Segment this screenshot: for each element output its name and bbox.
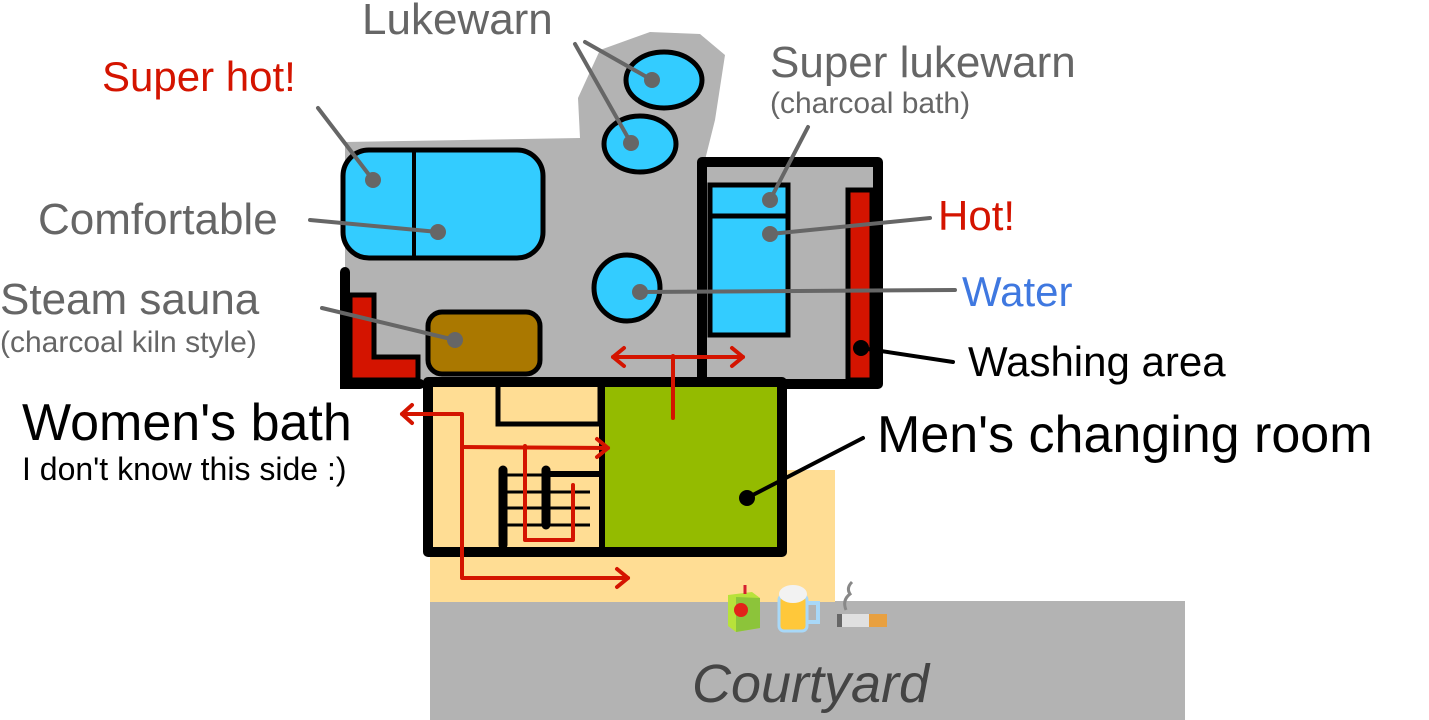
steam-sauna[interactable] (425, 309, 543, 377)
mens-changing-room[interactable] (602, 387, 777, 547)
label-water: Water (962, 268, 1072, 315)
water-bath[interactable] (591, 252, 663, 324)
route-arrows (400, 346, 745, 589)
cigarette-icon (837, 580, 887, 627)
label-washing-area: Washing area (968, 338, 1226, 385)
juice-box-icon (728, 585, 760, 632)
label-lukewarm: Lukewarn (362, 0, 553, 44)
label-super-lukewarm: Super lukewarn (770, 38, 1076, 87)
label-hot: Hot! (938, 192, 1015, 239)
lukewarm-bath-2[interactable] (601, 113, 679, 175)
label-steam-sauna-sub: (charcoal kiln style) (0, 326, 257, 359)
locker-alcove (495, 387, 603, 427)
sauna-heater (347, 292, 421, 383)
label-super-lukewarm-sub: (charcoal bath) (770, 87, 970, 120)
beer-mug-icon (777, 585, 820, 633)
leader-lines (308, 40, 957, 342)
left-wall (340, 267, 425, 389)
label-steam-sauna: Steam sauna (0, 275, 260, 324)
lukewarm-bath-1[interactable] (623, 49, 705, 111)
comfortable-bath[interactable] (340, 147, 546, 261)
label-super-hot: Super hot! (102, 53, 296, 100)
label-courtyard: Courtyard (692, 654, 931, 714)
super-lukewarm-bath[interactable] (707, 182, 791, 338)
label-comfortable: Comfortable (38, 195, 278, 244)
stairs (498, 465, 605, 550)
label-womens-bath-sub: I don't know this side :) (22, 451, 346, 487)
label-womens-bath: Women's bath (22, 394, 352, 452)
label-mens-changing-room: Men's changing room (877, 406, 1373, 464)
